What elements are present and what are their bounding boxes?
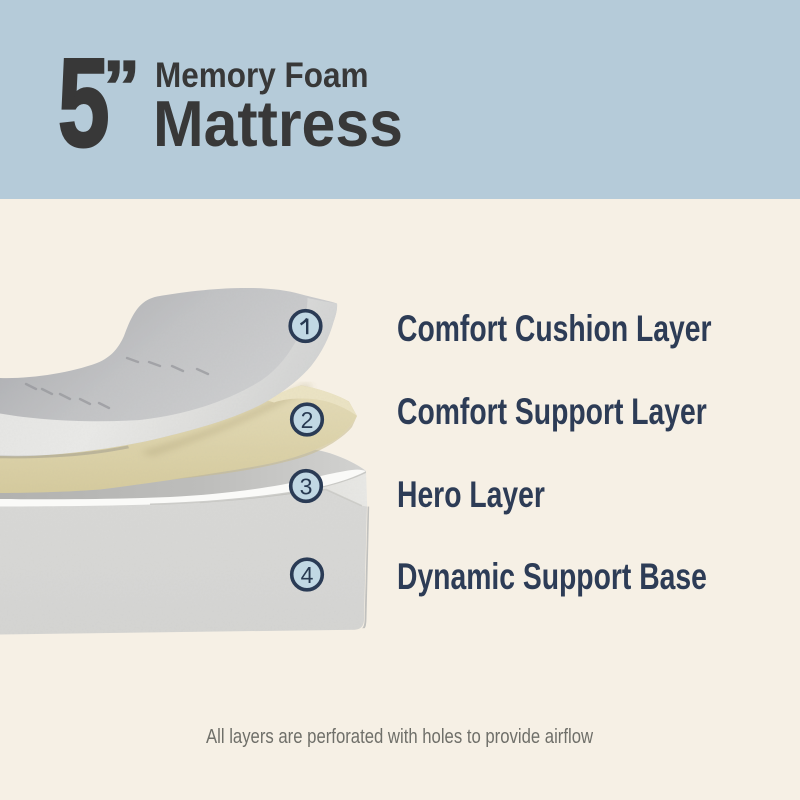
svg-text:2: 2 [301,407,314,433]
svg-text:3: 3 [300,473,313,499]
svg-text:4: 4 [301,562,314,588]
